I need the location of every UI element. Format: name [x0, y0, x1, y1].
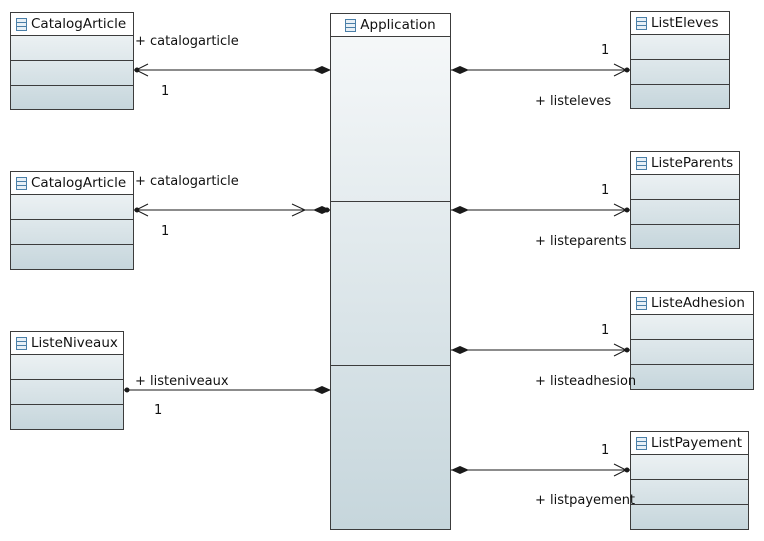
- ownership-dot-catalogarticle-2-app: [324, 207, 330, 213]
- ownership-dot-listeparents: [624, 207, 630, 213]
- class-icon: [16, 17, 27, 31]
- role-label-listeleves: + listeleves: [535, 94, 612, 109]
- class-listeniveaux[interactable]: ListeNiveaux: [10, 331, 124, 430]
- extra-compartment: [11, 245, 133, 269]
- multiplicity-catalogarticle-2: 1: [161, 224, 170, 239]
- class-application[interactable]: Application: [330, 13, 451, 530]
- class-name: ListeAdhesion: [651, 295, 745, 311]
- class-listpayement[interactable]: ListPayement: [630, 431, 749, 530]
- ownership-dot-listeniveaux: [124, 387, 130, 393]
- role-label-listeadhesion: + listeadhesion: [535, 374, 637, 389]
- extra-compartment: [631, 505, 748, 529]
- multiplicity-listeleves: 1: [601, 43, 610, 58]
- role-label-listeparents: + listeparents: [535, 234, 627, 249]
- multiplicity-listeniveaux: 1: [154, 403, 163, 418]
- class-name: ListEleves: [651, 15, 719, 31]
- class-header: CatalogArticle: [11, 172, 133, 195]
- composition-diamond-listpayement: [451, 466, 469, 474]
- class-catalogarticle-1[interactable]: CatalogArticle: [10, 12, 134, 110]
- ownership-dot-catalogarticle-2: [134, 207, 140, 213]
- class-header: ListeParents: [631, 152, 739, 175]
- class-name: ListeNiveaux: [31, 335, 118, 351]
- multiplicity-listpayement: 1: [601, 443, 610, 458]
- role-label-listeniveaux: + listeniveaux: [135, 374, 229, 389]
- class-listeadhesion[interactable]: ListeAdhesion: [630, 291, 754, 390]
- class-icon: [16, 336, 27, 350]
- composition-diamond-catalogarticle-1: [313, 66, 331, 74]
- attributes-compartment: [631, 455, 748, 480]
- operations-compartment: [631, 340, 753, 365]
- ownership-dot-listeadhesion: [624, 347, 630, 353]
- ownership-dot-catalogarticle-1: [134, 67, 140, 73]
- class-name: ListeParents: [651, 155, 734, 171]
- multiplicity-catalogarticle-1: 1: [161, 84, 170, 99]
- class-header: Application: [331, 14, 450, 37]
- extra-compartment: [331, 366, 450, 529]
- class-header: ListEleves: [631, 12, 729, 35]
- operations-compartment: [631, 60, 729, 85]
- composition-diamond-listeniveaux: [313, 386, 331, 394]
- attributes-compartment: [11, 36, 133, 61]
- class-header: CatalogArticle: [11, 13, 133, 36]
- multiplicity-listeparents: 1: [601, 183, 610, 198]
- class-header: ListeAdhesion: [631, 292, 753, 315]
- class-icon: [16, 176, 27, 190]
- extra-compartment: [631, 225, 739, 248]
- class-header: ListeNiveaux: [11, 332, 123, 355]
- class-icon: [636, 156, 647, 170]
- attributes-compartment: [631, 315, 753, 340]
- class-listeparents[interactable]: ListeParents: [630, 151, 740, 249]
- attributes-compartment: [11, 355, 123, 380]
- ownership-dot-listpayement: [624, 467, 630, 473]
- class-header: ListPayement: [631, 432, 748, 455]
- operations-compartment: [631, 480, 748, 505]
- attributes-compartment: [331, 37, 450, 202]
- composition-diamond-listeparents: [451, 206, 469, 214]
- role-label-catalogarticle-1: + catalogarticle: [135, 34, 239, 49]
- class-catalogarticle-2[interactable]: CatalogArticle: [10, 171, 134, 270]
- extra-compartment: [11, 86, 133, 109]
- extra-compartment: [631, 85, 729, 108]
- operations-compartment: [11, 380, 123, 405]
- operations-compartment: [631, 200, 739, 225]
- class-icon: [636, 436, 647, 450]
- class-icon: [636, 16, 647, 30]
- arrowhead-catalogarticle-2-right: [291, 203, 307, 217]
- class-icon: [636, 296, 647, 310]
- operations-compartment: [11, 220, 133, 245]
- extra-compartment: [11, 405, 123, 429]
- operations-compartment: [331, 202, 450, 366]
- class-icon: [345, 18, 357, 32]
- ownership-dot-listeleves: [624, 67, 630, 73]
- class-name: Application: [360, 17, 436, 33]
- role-label-listpayement: + listpayement: [535, 493, 636, 508]
- operations-compartment: [11, 61, 133, 86]
- role-label-catalogarticle-2: + catalogarticle: [135, 174, 239, 189]
- attributes-compartment: [631, 35, 729, 60]
- attributes-compartment: [11, 195, 133, 220]
- class-listeleves[interactable]: ListEleves: [630, 11, 730, 109]
- multiplicity-listeadhesion: 1: [601, 323, 610, 338]
- composition-diamond-listeadhesion: [451, 346, 469, 354]
- extra-compartment: [631, 365, 753, 389]
- class-name: CatalogArticle: [31, 175, 127, 191]
- composition-diamond-listeleves: [451, 66, 469, 74]
- attributes-compartment: [631, 175, 739, 200]
- class-name: CatalogArticle: [31, 16, 127, 32]
- class-name: ListPayement: [651, 435, 743, 451]
